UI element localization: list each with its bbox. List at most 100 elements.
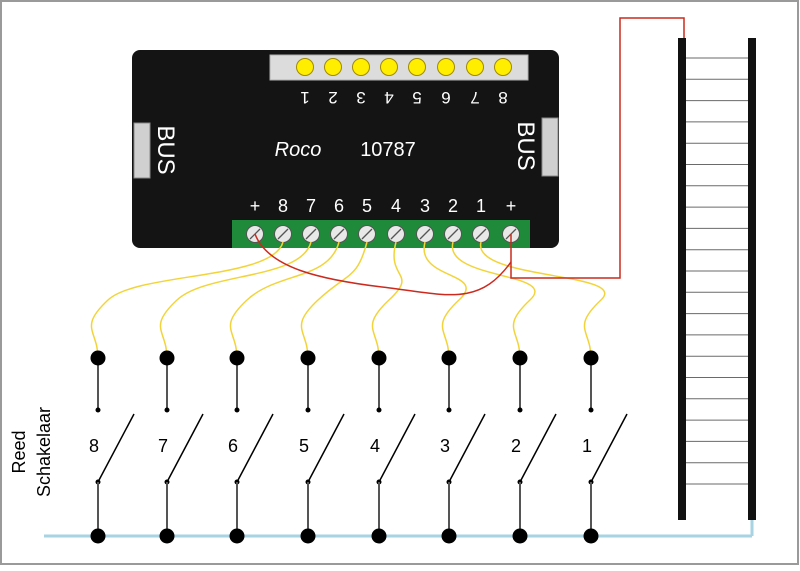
- sensor-wire: [423, 241, 467, 359]
- switch-blade: [307, 413, 345, 483]
- switch-number: 5: [299, 436, 309, 456]
- switch-number: 8: [89, 436, 99, 456]
- track: [686, 57, 748, 485]
- reed-switch: 7: [158, 350, 204, 544]
- led-indicator: [437, 58, 455, 76]
- terminal-label: 5: [362, 196, 372, 216]
- switch-number: 3: [440, 436, 450, 456]
- screw-slot: [390, 228, 402, 240]
- switch-connection-bottom: [371, 528, 387, 544]
- bus-label-right: BUS: [512, 121, 539, 170]
- module-body: [132, 50, 559, 248]
- switch-connection-top: [90, 350, 106, 366]
- reed-switch: 4: [370, 350, 416, 544]
- switch-contact-top: [95, 407, 101, 413]
- terminal-label: 3: [420, 196, 430, 216]
- terminal-label: 7: [306, 196, 316, 216]
- bus-label-left: BUS: [152, 125, 179, 174]
- reed-switch: 6: [228, 350, 274, 544]
- switch-contact-top: [517, 407, 523, 413]
- switch-number: 4: [370, 436, 380, 456]
- switch-connection-bottom: [300, 528, 316, 544]
- led-indicator: [408, 58, 426, 76]
- switch-connection-top: [583, 350, 599, 366]
- screw-slot: [419, 228, 431, 240]
- switch-contact-top: [376, 407, 382, 413]
- switch-connection-top: [300, 350, 316, 366]
- reed-switch: 1: [582, 350, 628, 544]
- led-number-label: 5: [412, 88, 421, 107]
- reed-switch: 5: [299, 350, 345, 544]
- sensor-wire: [371, 241, 403, 359]
- switch-number: 1: [582, 436, 592, 456]
- bus-connector-right[interactable]: [541, 117, 559, 177]
- led-indicator: [380, 58, 398, 76]
- sensor-wire: [229, 241, 340, 359]
- led-indicator: [466, 58, 484, 76]
- sensor-wire: [300, 241, 368, 359]
- reed-label-line1: Reed: [9, 430, 29, 473]
- sensor-wire: [451, 241, 536, 359]
- reed-switch: 3: [440, 350, 486, 544]
- switch-blade: [590, 413, 628, 483]
- switch-contact-top: [588, 407, 594, 413]
- switch-contact-top: [234, 407, 240, 413]
- led-number-label: 7: [470, 88, 479, 107]
- switch-connection-bottom: [159, 528, 175, 544]
- sensor-wire: [90, 241, 284, 359]
- terminal-label: +: [506, 196, 517, 216]
- switch-connection-bottom: [229, 528, 245, 544]
- reed-label-line2: Schakelaar: [34, 407, 54, 497]
- switch-connection-bottom: [583, 528, 599, 544]
- led-number-label: 2: [328, 88, 337, 107]
- terminal-label: 1: [476, 196, 486, 216]
- switch-blade: [519, 413, 557, 483]
- switch-blade: [448, 413, 486, 483]
- bus-connector-left[interactable]: [133, 122, 151, 179]
- switch-connection-top: [371, 350, 387, 366]
- terminal-label: 4: [391, 196, 401, 216]
- track-rail-left: [678, 38, 686, 520]
- led-indicator: [296, 58, 314, 76]
- switch-connection-bottom: [512, 528, 528, 544]
- terminal-label: +: [250, 196, 261, 216]
- switch-blade: [378, 413, 416, 483]
- switch-connection-top: [512, 350, 528, 366]
- switch-blade: [166, 413, 204, 483]
- led-number-label: 8: [498, 88, 507, 107]
- led-number-label: 1: [300, 88, 309, 107]
- screw-slot: [305, 228, 317, 240]
- screw-slot: [475, 228, 487, 240]
- switch-connection-top: [229, 350, 245, 366]
- terminal-label: 8: [278, 196, 288, 216]
- red-wire-track-feed: [510, 17, 685, 279]
- switch-contact-top: [446, 407, 452, 413]
- terminal-label: 6: [334, 196, 344, 216]
- brand-label: Roco: [275, 139, 322, 161]
- switch-number: 6: [228, 436, 238, 456]
- switch-connection-bottom: [90, 528, 106, 544]
- switch-connection-bottom: [441, 528, 457, 544]
- switch-connection-top: [159, 350, 175, 366]
- screw-slot: [333, 228, 345, 240]
- switch-connection-top: [441, 350, 457, 366]
- reed-switch: 2: [511, 350, 557, 544]
- switch-blade: [97, 413, 135, 483]
- led-number-label: 6: [441, 88, 450, 107]
- led-indicator: [494, 58, 512, 76]
- screw-slot: [447, 228, 459, 240]
- switch-contact-top: [164, 407, 170, 413]
- model-number: 10787: [360, 139, 416, 161]
- led-indicator: [352, 58, 370, 76]
- track-rail-right: [748, 38, 756, 520]
- sensor-wire: [159, 241, 312, 359]
- led-number-label: 3: [356, 88, 365, 107]
- reed-switch: 8: [89, 350, 135, 544]
- led-indicator: [324, 58, 342, 76]
- screw-slot: [361, 228, 373, 240]
- red-wire-loop: [254, 233, 512, 296]
- switch-contact-top: [305, 407, 311, 413]
